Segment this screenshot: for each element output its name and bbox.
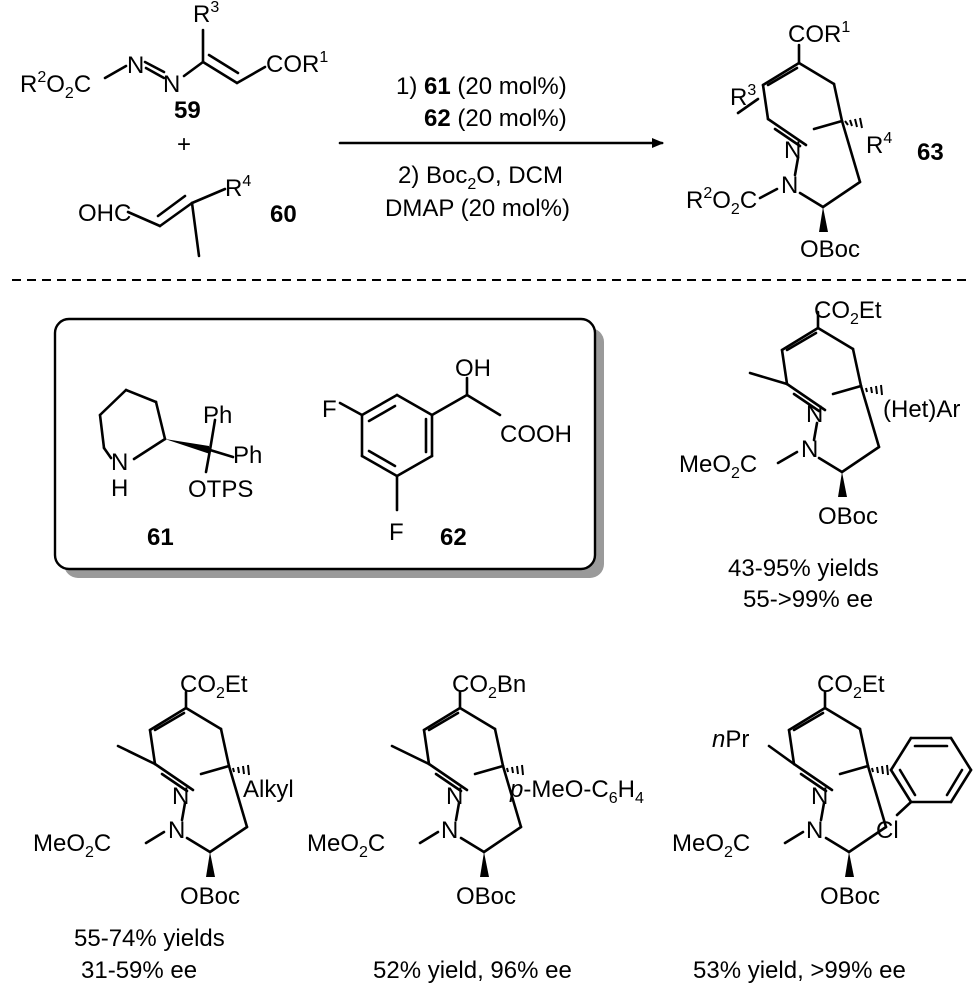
caption-4: 53% yield, >99% ee [693,957,906,984]
catalyst-62: F F OH COOH 62 [322,355,572,551]
r4-group-63: R4 [866,130,892,159]
substituent-3: p-MeO-C6H4 [509,776,644,807]
ring-nitrogen-a-1: N [806,401,823,428]
ester-left-3: MeO2C [307,830,385,861]
caption-ee-1: 55->99% ee [743,586,873,613]
pyrrolidine-nitrogen: N [111,449,128,476]
r4-group-60: R4 [225,173,251,202]
caption-yield-2: 55-74% yields [74,925,225,952]
plus-sign: + [177,131,191,158]
oboc-2: OBoc [180,883,240,910]
reactant-60: OHC R4 60 [78,173,297,258]
top-ester-4: CO2Et [817,671,885,702]
r3-group-59: R3 [193,0,219,28]
fluoro-1: F [322,396,337,423]
ring-nitrogen-b-3: N [441,817,458,844]
hydroxy-group: OH [455,355,491,382]
substituent-1: (Het)Ar [883,396,960,423]
carboxylic-acid: COOH [500,421,572,448]
ring-nitrogen-a-2: N [172,783,189,810]
otps-group: OTPS [188,476,253,503]
ring-nitrogen-a-4: N [811,783,828,810]
ring-nitrogen-b-4: N [806,817,823,844]
oboc-group-63: OBoc [800,236,860,263]
phenyl-2: Ph [233,442,262,469]
example-alkyl: CO2Et N N MeO2C Alkyl OBoc 55-74% yields… [33,671,294,984]
pyrrolidine-hydrogen: H [111,475,128,502]
oboc-4: OBoc [820,883,880,910]
phenyl-1: Ph [203,402,232,429]
product-63: COR1 R3 N N R2O2C R4 OBoc 63 [686,19,944,263]
example-het-aryl: CO2Et N N MeO2C (Het)Ar OBoc 43-95% yiel… [679,297,960,613]
example-p-methoxyphenyl: CO2Bn N N MeO2C p-MeO-C6H4 OBoc 52% yiel… [307,671,644,984]
ester-group-63: R2O2C [686,185,757,218]
ring-nitrogen-a-3: N [446,783,463,810]
caption-yield-1: 43-95% yields [728,555,879,582]
top-ester-2: CO2Et [180,671,248,702]
azo-n2: N [163,71,180,98]
ring-nitrogen-b-2: N [168,817,185,844]
condition-catalyst-62: 62 (20 mol%) [424,105,567,132]
fluoro-2: F [389,519,404,546]
cor1-group-59: COR1 [266,49,328,78]
compound-label-60: 60 [270,201,297,228]
ester-left-1: MeO2C [679,451,757,482]
catalyst-box: Ph Ph OTPS N H 61 F F OH COOH [53,317,604,578]
condition-step2: 2) Boc2O, DCM [398,162,563,193]
catalyst-62-ref: 62 [424,105,451,132]
condition-additive: DMAP (20 mol%) [385,195,570,222]
cor1-group-63: COR1 [788,19,850,48]
top-ester-3: CO2Bn [452,671,526,702]
azo-n1: N [127,52,144,79]
oboc-1: OBoc [818,503,878,530]
reactant-59: R2O2C N N R3 COR1 59 [20,0,328,124]
ring-nitrogen-b-1: N [801,436,818,463]
npr-group: nPr [712,726,749,753]
compound-label-63: 63 [917,139,944,166]
caption-ee-2: 31-59% ee [81,957,197,984]
ester-left-2: MeO2C [33,830,111,861]
catalyst-61-ref: 61 [424,73,451,100]
compound-label-59: 59 [174,97,201,124]
aldehyde-group-60: OHC [78,200,131,227]
substituent-2: Alkyl [243,776,294,803]
ester-group-59: R2O2C [20,69,91,102]
condition-step1: 1) 61 (20 mol%) [396,73,567,100]
ring-nitrogen-2: N [781,172,798,199]
caption-3: 52% yield, 96% ee [373,957,572,984]
chlorophenyl-ring: Cl [876,736,973,844]
chloro-substituent: Cl [876,817,899,844]
catalyst-61: Ph Ph OTPS N H 61 [98,388,262,551]
example-o-chlorophenyl: CO2Et nPr N N MeO2C Cl OBoc 53% yield, >… [672,671,973,984]
r3-group-63: R3 [730,82,756,111]
ester-left-4: MeO2C [672,830,750,861]
reaction-conditions: 1) 61 (20 mol%) 62 (20 mol%) 2) Boc2O, D… [338,73,664,222]
compound-label-62: 62 [440,524,467,551]
oboc-3: OBoc [456,883,516,910]
compound-label-61: 61 [147,524,174,551]
top-ester-1: CO2Et [814,297,882,328]
ring-nitrogen-1: N [784,137,801,164]
